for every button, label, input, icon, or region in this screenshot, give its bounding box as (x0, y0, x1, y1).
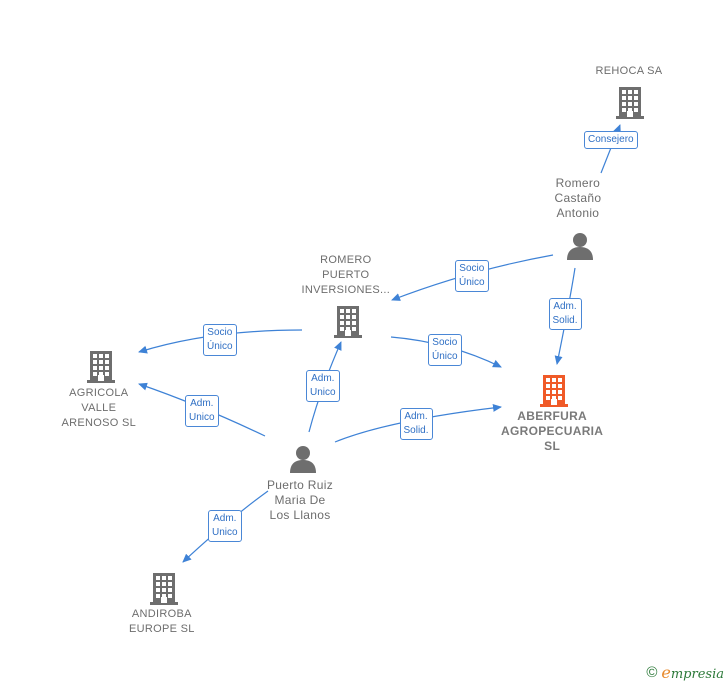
brand-logo: empresia (661, 663, 724, 682)
building-icon[interactable] (86, 350, 116, 389)
edge-label[interactable]: Adm. Unico (306, 370, 340, 402)
building-icon[interactable] (333, 305, 363, 344)
person-icon[interactable] (288, 444, 318, 479)
node-label-romero-puerto[interactable]: ROMERO PUERTO INVERSIONES... (301, 254, 391, 296)
building-icon[interactable] (149, 572, 179, 611)
edge-label[interactable]: Socio Único (428, 334, 462, 366)
edge-label[interactable]: Consejero (584, 131, 638, 149)
edge-label[interactable]: Socio Único (203, 324, 237, 356)
brand-initial: e (661, 663, 671, 682)
brand-name: mpresia (670, 667, 724, 682)
edge-label[interactable]: Adm. Unico (208, 510, 242, 542)
edge-label[interactable]: Adm. Solid. (399, 408, 433, 440)
node-label-aberfura[interactable]: ABERFURA AGROPECUARIA SL (501, 409, 604, 453)
edge-label[interactable]: Adm. Unico (185, 395, 219, 427)
node-label-romero-castano[interactable]: Romero Castaño Antonio (554, 176, 602, 220)
copyright-symbol: © (646, 664, 658, 681)
node-label-rehoca[interactable]: REHOCA SA (595, 65, 663, 77)
building-icon[interactable] (615, 86, 645, 125)
person-icon[interactable] (565, 231, 595, 266)
node-label-puerto-ruiz[interactable]: Puerto Ruiz Maria De Los Llanos (267, 478, 333, 522)
building-icon[interactable] (539, 374, 569, 413)
node-label-agricola[interactable]: AGRICOLA VALLE ARENOSO SL (61, 387, 137, 429)
edge-label[interactable]: Adm. Solid. (548, 298, 582, 330)
node-label-andiroba[interactable]: ANDIROBA EUROPE SL (129, 608, 195, 635)
footer-brand[interactable]: © empresia (646, 663, 724, 682)
edge-label[interactable]: Socio Único (455, 260, 489, 292)
